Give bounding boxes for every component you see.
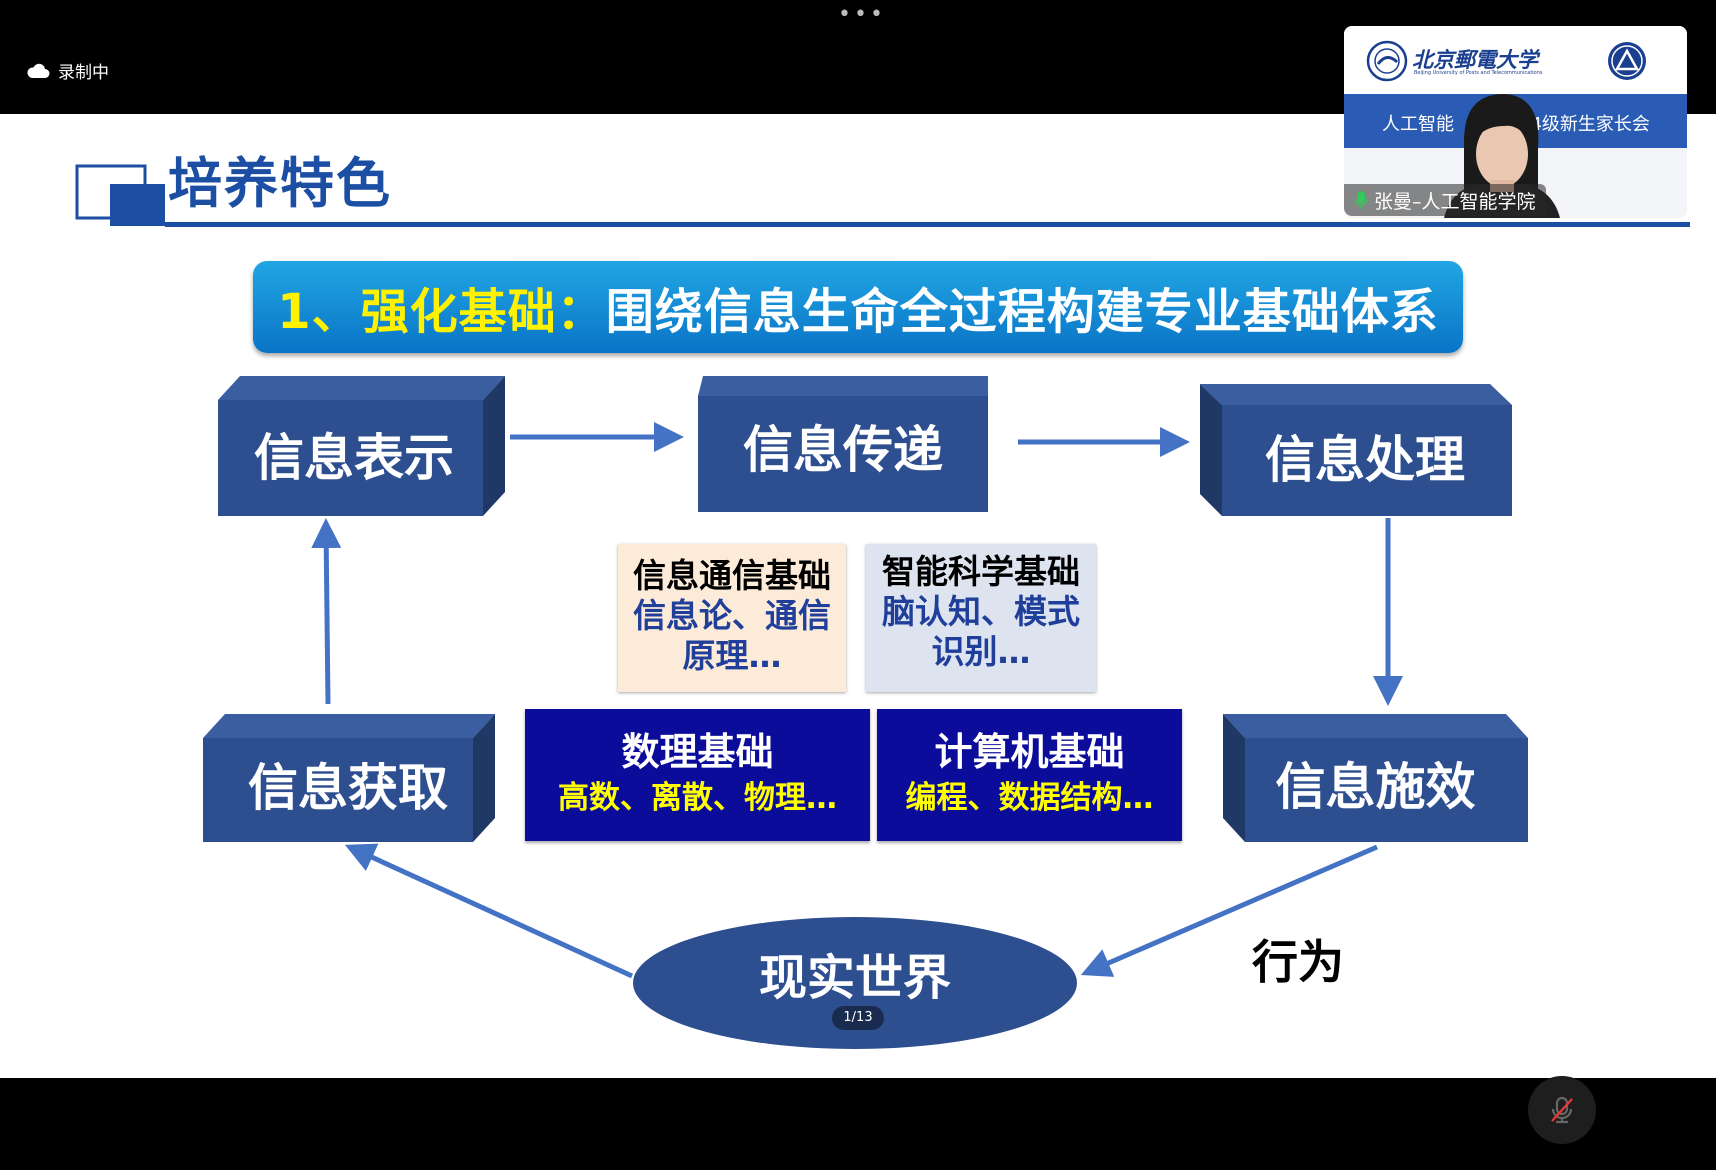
course-comm-title: 信息通信基础 [633, 556, 831, 595]
course-comm-line2: 原理… [682, 636, 782, 675]
course-comm-line1: 信息论、通信 [633, 596, 831, 635]
course-cs-sub: 编程、数据结构… [905, 780, 1154, 816]
world-label: 现实世界 [758, 950, 951, 1006]
arrow-acq-to-repr [311, 518, 342, 705]
mic-active-icon [1354, 191, 1368, 209]
course-box-intelligence: 智能科学基础 脑认知、模式 识别… [866, 544, 1096, 692]
node-processing-block [1200, 384, 1512, 516]
node-processing-label: 信息处理 [1265, 431, 1465, 489]
school-emblem-icon [1608, 42, 1646, 80]
cloud-icon [27, 63, 50, 78]
university-logo-icon [1366, 40, 1408, 82]
course-math-sub: 高数、离散、物理… [558, 780, 837, 816]
node-representation-label: 信息表示 [254, 429, 454, 487]
course-math-title: 数理基础 [621, 730, 774, 774]
banner-prefix: 1、强化基础： [277, 284, 606, 340]
node-transmission-label: 信息传递 [743, 421, 943, 479]
recording-label: 录制中 [58, 63, 109, 83]
section-banner: 1、强化基础： 围绕信息生命全过程构建专业基础体系 [253, 261, 1463, 353]
node-representation-block [218, 376, 505, 516]
more-options-icon[interactable]: ••• [838, 2, 886, 27]
course-ai-line1: 脑认知、模式 [882, 592, 1080, 631]
banner-main-text: 围绕信息生命全过程构建专业基础体系 [605, 284, 1439, 340]
course-box-computer: 计算机基础 编程、数据结构… [877, 709, 1182, 841]
participant-name-tag: 张曼–人工智能学院 [1344, 184, 1546, 216]
world-ellipse [633, 917, 1077, 1049]
arrow-eff-to-world [1080, 844, 1378, 977]
course-ai-title: 智能科学基础 [882, 552, 1080, 591]
arrow-world-to-acq [344, 843, 634, 979]
course-cs-title: 计算机基础 [934, 730, 1125, 774]
mute-button[interactable] [1528, 1076, 1596, 1144]
node-effect-block [1223, 714, 1528, 842]
slide-title: 培养特色 [168, 152, 392, 215]
behavior-label: 行为 [1252, 935, 1344, 989]
mic-muted-icon [1551, 1096, 1573, 1124]
meeting-title-right: 24级新生家长会 [1519, 114, 1650, 135]
university-english-name: Beijing University of Posts and Telecomm… [1414, 70, 1543, 76]
meeting-title-left: 人工智能 [1382, 114, 1454, 135]
course-ai-line2: 识别… [931, 632, 1031, 671]
node-transmission-block [698, 376, 988, 512]
course-box-math: 数理基础 高数、离散、物理… [525, 709, 870, 841]
diagram-canvas [203, 376, 1528, 1049]
page-indicator: 1/13 [832, 1006, 884, 1030]
presentation-slide: 培养特色 1、强化基础： 围绕信息生命全过程构建专业基础体系 [0, 114, 1716, 1078]
course-box-communication: 信息通信基础 信息论、通信 原理… [618, 544, 846, 692]
title-decoration [75, 164, 1690, 227]
bottom-bar [0, 1078, 1716, 1170]
node-acquisition-block [203, 714, 495, 842]
node-acquisition-label: 信息获取 [248, 759, 448, 817]
participant-name: 张曼–人工智能学院 [1374, 190, 1536, 213]
participant-video-tile[interactable]: 北京郵電大学 Beijing University of Posts and T… [1344, 26, 1687, 218]
node-effect-label: 信息施效 [1275, 758, 1476, 816]
recording-status: 录制中 [26, 58, 109, 83]
university-name: 北京郵電大学 [1412, 47, 1538, 72]
